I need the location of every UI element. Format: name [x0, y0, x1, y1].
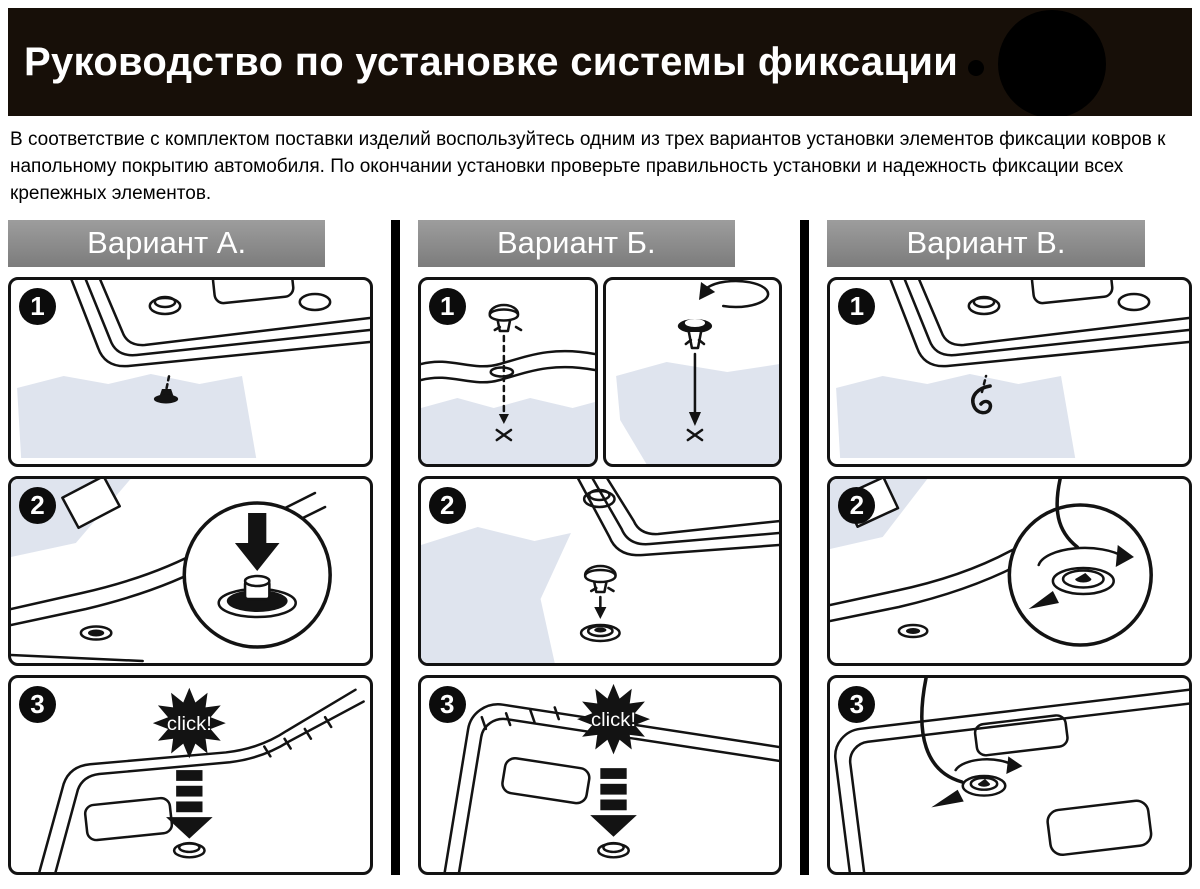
illustration-a2-press-clip-zoom [11, 478, 332, 663]
variant-a-column: Вариант А. 1 [8, 219, 373, 875]
step-number-badge: 2 [19, 486, 56, 524]
variant-v-step-3-panel: 3 [827, 674, 1193, 875]
illustration-b2-clip-into-grommet [420, 478, 780, 663]
step-number-badge: 1 [19, 287, 56, 325]
illustration-b3-click-fix: click! [439, 683, 780, 872]
illustration-a3-click-fix: click! [38, 687, 365, 872]
variant-v-label: Вариант В. [906, 225, 1066, 261]
illustration-a1-mat-and-clip [17, 279, 370, 458]
variant-b-header: Вариант Б. [417, 219, 735, 267]
page-title: Руководство по установке системы фиксаци… [24, 39, 959, 84]
step-number-badge: 1 [838, 287, 876, 325]
illustration-b1-screw-clip [615, 279, 780, 464]
variant-a-step-1-panel: 1 [8, 276, 373, 467]
step-number-badge: 3 [19, 685, 56, 723]
variant-b-step-1-left-panel: 1 [417, 276, 598, 467]
variant-a-step-3-panel: 3 click! [8, 674, 373, 875]
variant-v-header: Вариант В. [827, 219, 1145, 267]
click-label: click! [167, 713, 212, 735]
logo-blob-icon [968, 10, 1106, 116]
illustration-v2-twist-lock-zoom [830, 478, 1154, 647]
variant-a-step-2-panel: 2 [8, 475, 373, 666]
variant-b-label: Вариант Б. [496, 225, 656, 261]
click-label: click! [591, 709, 636, 731]
illustration-v3-twist-lock-fix [834, 677, 1190, 872]
variant-b-column: Вариант Б. 1 [417, 219, 783, 875]
variant-b-step-1-row: 1 [417, 276, 783, 467]
step-number-badge: 2 [428, 486, 466, 524]
illustration-v1-mat-and-hook [836, 279, 1190, 458]
variant-v-step-2-panel: 2 [827, 475, 1193, 666]
variant-b-step-3-panel: 3 click! [417, 674, 783, 875]
variant-b-step-2-panel: 2 [417, 475, 783, 666]
step-number-badge: 3 [428, 685, 466, 723]
variant-v-column: Вариант В. 1 [827, 219, 1193, 875]
column-divider [390, 219, 400, 875]
variants-grid: Вариант А. 1 [8, 219, 1193, 875]
step-number-badge: 1 [428, 287, 466, 325]
column-divider [800, 219, 810, 875]
variant-b-step-1-right-panel [602, 276, 783, 467]
header: Руководство по установке системы фиксаци… [8, 8, 1192, 116]
step-number-badge: 2 [838, 486, 876, 524]
variant-a-label: Вариант А. [87, 225, 247, 261]
step-number-badge: 3 [838, 685, 876, 723]
variant-a-header: Вариант А. [8, 219, 326, 267]
variant-v-step-1-panel: 1 [827, 276, 1193, 467]
illustration-b1-insert-clip [420, 303, 595, 464]
intro-text: В соответствие с комплектом поставки изд… [10, 129, 1166, 204]
